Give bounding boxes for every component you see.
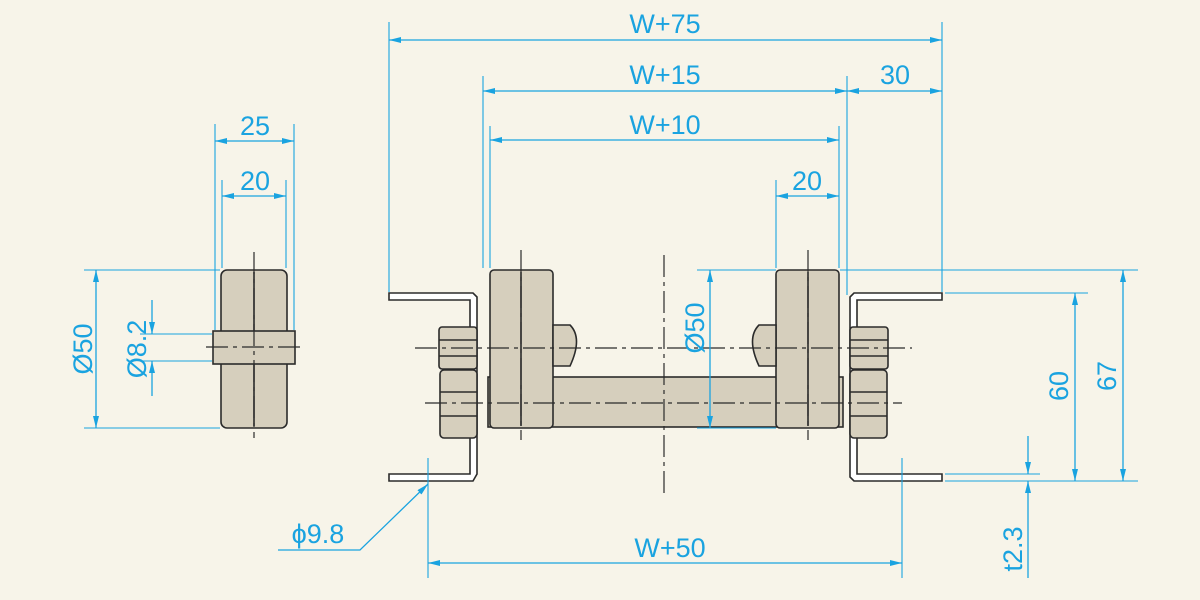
- dim-d50-label: Ø50: [680, 302, 710, 353]
- dim-60-label: 60: [1044, 371, 1074, 401]
- dim-20-label: 20: [792, 166, 822, 196]
- right-nut-large: [849, 369, 888, 439]
- right-bracket: [849, 292, 943, 482]
- hole-dia-label: ϕ9.8: [292, 519, 345, 549]
- left-axle-cap: [552, 324, 578, 367]
- dim-67-label: 67: [1092, 361, 1122, 391]
- dim-w75-label: W+75: [629, 9, 700, 39]
- side-dim-25-label: 25: [240, 111, 270, 141]
- side-dim-d8-label: Ø8.2: [122, 320, 152, 379]
- front-view: W+75 W+15 30 W+10 20 Ø50 60 67 t2.3 W+50…: [278, 9, 1138, 578]
- left-bracket: [388, 292, 478, 482]
- right-axle-cap: [751, 324, 777, 367]
- hole-leader: [278, 483, 429, 551]
- left-nut-large: [439, 369, 478, 439]
- dim-w10-label: W+10: [629, 110, 700, 140]
- side-dim-20-label: 20: [240, 166, 270, 196]
- dim-w15-label: W+15: [629, 60, 700, 90]
- dim-t-label: t2.3: [998, 526, 1028, 571]
- side-dim-d50-label: Ø50: [68, 323, 98, 374]
- side-view: 25 20 Ø50 Ø8.2: [68, 111, 302, 438]
- dim-w50-label: W+50: [634, 533, 705, 563]
- dim-30-label: 30: [880, 60, 910, 90]
